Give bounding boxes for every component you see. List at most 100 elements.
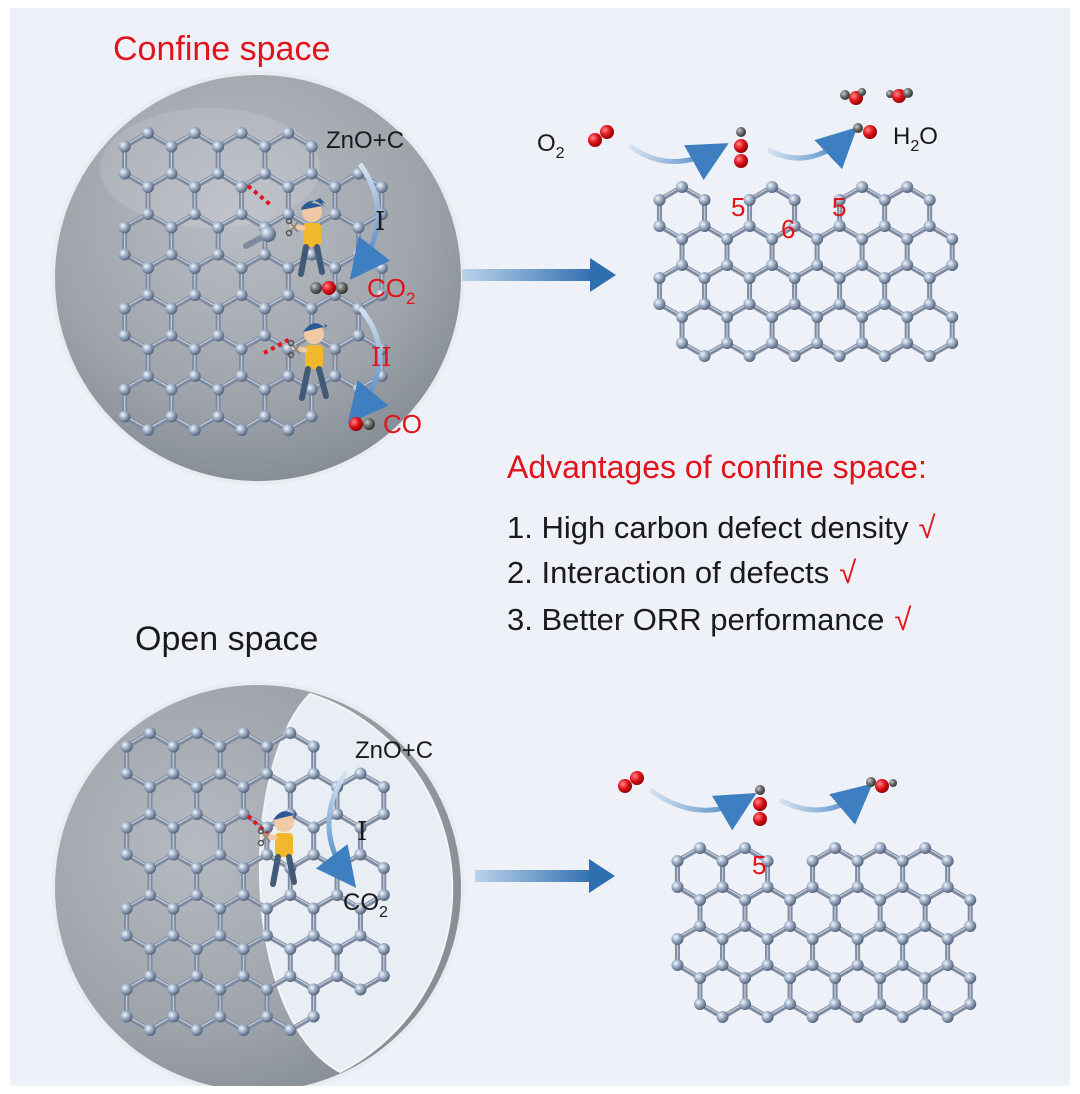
lattice-atom: [142, 208, 154, 220]
lattice-atom: [142, 181, 154, 193]
lattice-atom: [214, 767, 227, 780]
lattice-atom: [329, 181, 342, 193]
h2o-molecule-bottom: [866, 777, 897, 793]
lattice-atom: [165, 140, 178, 153]
lattice-atom: [188, 127, 201, 139]
lattice-atom: [165, 383, 178, 396]
lattice-atom: [307, 983, 320, 996]
lattice-atom: [901, 311, 914, 323]
lattice-atom: [260, 902, 273, 915]
lattice-atom: [167, 767, 180, 780]
lattice-atom: [766, 181, 779, 193]
lattice-atom: [941, 881, 954, 893]
lattice-atom: [743, 298, 756, 310]
lattice-atom: [833, 272, 846, 284]
lattice-atom: [829, 972, 842, 984]
lattice-atom: [188, 343, 201, 355]
lattice-atom: [352, 221, 365, 234]
lattice-atom: [806, 881, 819, 893]
lattice-atom: [307, 821, 320, 834]
lattice-atom: [144, 808, 156, 820]
lattice-atom: [190, 808, 203, 820]
lattice-atom: [896, 933, 909, 945]
lattice-atom: [851, 959, 864, 971]
lattice-atom: [375, 289, 388, 301]
lattice-atom: [305, 140, 318, 153]
co2-label-top: CO2: [367, 273, 415, 308]
lattice-atom: [766, 259, 779, 271]
lattice-atom: [761, 933, 774, 945]
lattice-atom: [878, 220, 891, 232]
lattice-atom: [716, 881, 729, 893]
lattice-atom: [214, 848, 227, 861]
lattice-atom: [165, 248, 178, 261]
lattice-atom: [946, 259, 959, 271]
lattice-atom: [165, 167, 178, 180]
orr-arrow-out-top: [766, 127, 858, 170]
lattice-atom: [144, 727, 156, 739]
lattice-atom: [167, 848, 180, 861]
lattice-atom: [120, 902, 133, 915]
lattice-atom: [829, 920, 842, 932]
diagram-canvas: Confine space ZnO+C: [51, 30, 977, 1086]
lattice-atom: [721, 311, 734, 323]
lattice-atom: [258, 302, 271, 315]
lattice-atom: [282, 262, 295, 274]
lattice-atom: [284, 1024, 297, 1036]
lattice-atom: [694, 842, 706, 854]
lattice-atom: [237, 781, 250, 793]
lattice-atom: [896, 959, 909, 971]
lattice-atom: [282, 127, 295, 139]
lattice-atom: [354, 902, 367, 915]
lattice-atom: [766, 233, 779, 245]
lattice-atom: [901, 181, 914, 193]
lattice-atom: [743, 194, 756, 206]
step-arrow-2: [347, 306, 389, 424]
lattice-atom: [874, 920, 887, 932]
lattice-atom: [260, 740, 273, 753]
co-label: CO: [383, 409, 422, 439]
figure-panel: Confine space ZnO+C: [10, 8, 1070, 1086]
lattice-atom: [653, 298, 666, 310]
lattice-atom: [118, 302, 131, 315]
lattice-atom: [788, 220, 801, 232]
lattice-atom: [946, 311, 959, 323]
lattice-atom: [739, 894, 752, 906]
lattice-atom: [260, 767, 273, 780]
co-molecule: [349, 417, 375, 431]
lattice-atom: [190, 943, 203, 955]
lattice-atom: [676, 233, 688, 245]
h2o-label: H2O: [893, 123, 938, 155]
reagent-label-top: ZnO+C: [326, 127, 404, 154]
lattice-atom: [282, 424, 295, 436]
lattice-atom: [946, 233, 959, 245]
lattice-atom: [788, 350, 801, 362]
lattice-atom: [235, 289, 248, 301]
lattice-atom: [190, 862, 203, 874]
lattice-atom: [878, 298, 891, 310]
co2-molecule-top: [310, 281, 348, 295]
lattice-atom: [676, 337, 688, 349]
lattice-atom: [851, 933, 864, 945]
reagent-label-bottom: ZnO+C: [355, 737, 433, 764]
lattice-atom: [721, 233, 734, 245]
orr-arrow-out-bottom: [778, 783, 873, 825]
lattice-atom: [260, 848, 273, 861]
lattice-atom: [282, 370, 295, 382]
lattice-atom: [120, 848, 133, 861]
lattice-atom: [307, 767, 320, 780]
lattice-atom: [212, 302, 225, 315]
lattice-atom: [142, 127, 154, 139]
lattice-atom: [214, 983, 227, 996]
lattice-atom: [698, 220, 711, 232]
lattice-atom: [829, 842, 842, 854]
lattice-atom: [874, 842, 887, 854]
lattice-atom: [761, 959, 774, 971]
step-label-2: II: [371, 343, 392, 373]
lattice-atom: [901, 259, 914, 271]
lattice-atom: [856, 259, 869, 271]
lattice-atom: [212, 167, 225, 180]
lattice-atom: [331, 970, 344, 982]
lattice-atom: [743, 350, 756, 362]
lattice-atom: [284, 943, 297, 955]
